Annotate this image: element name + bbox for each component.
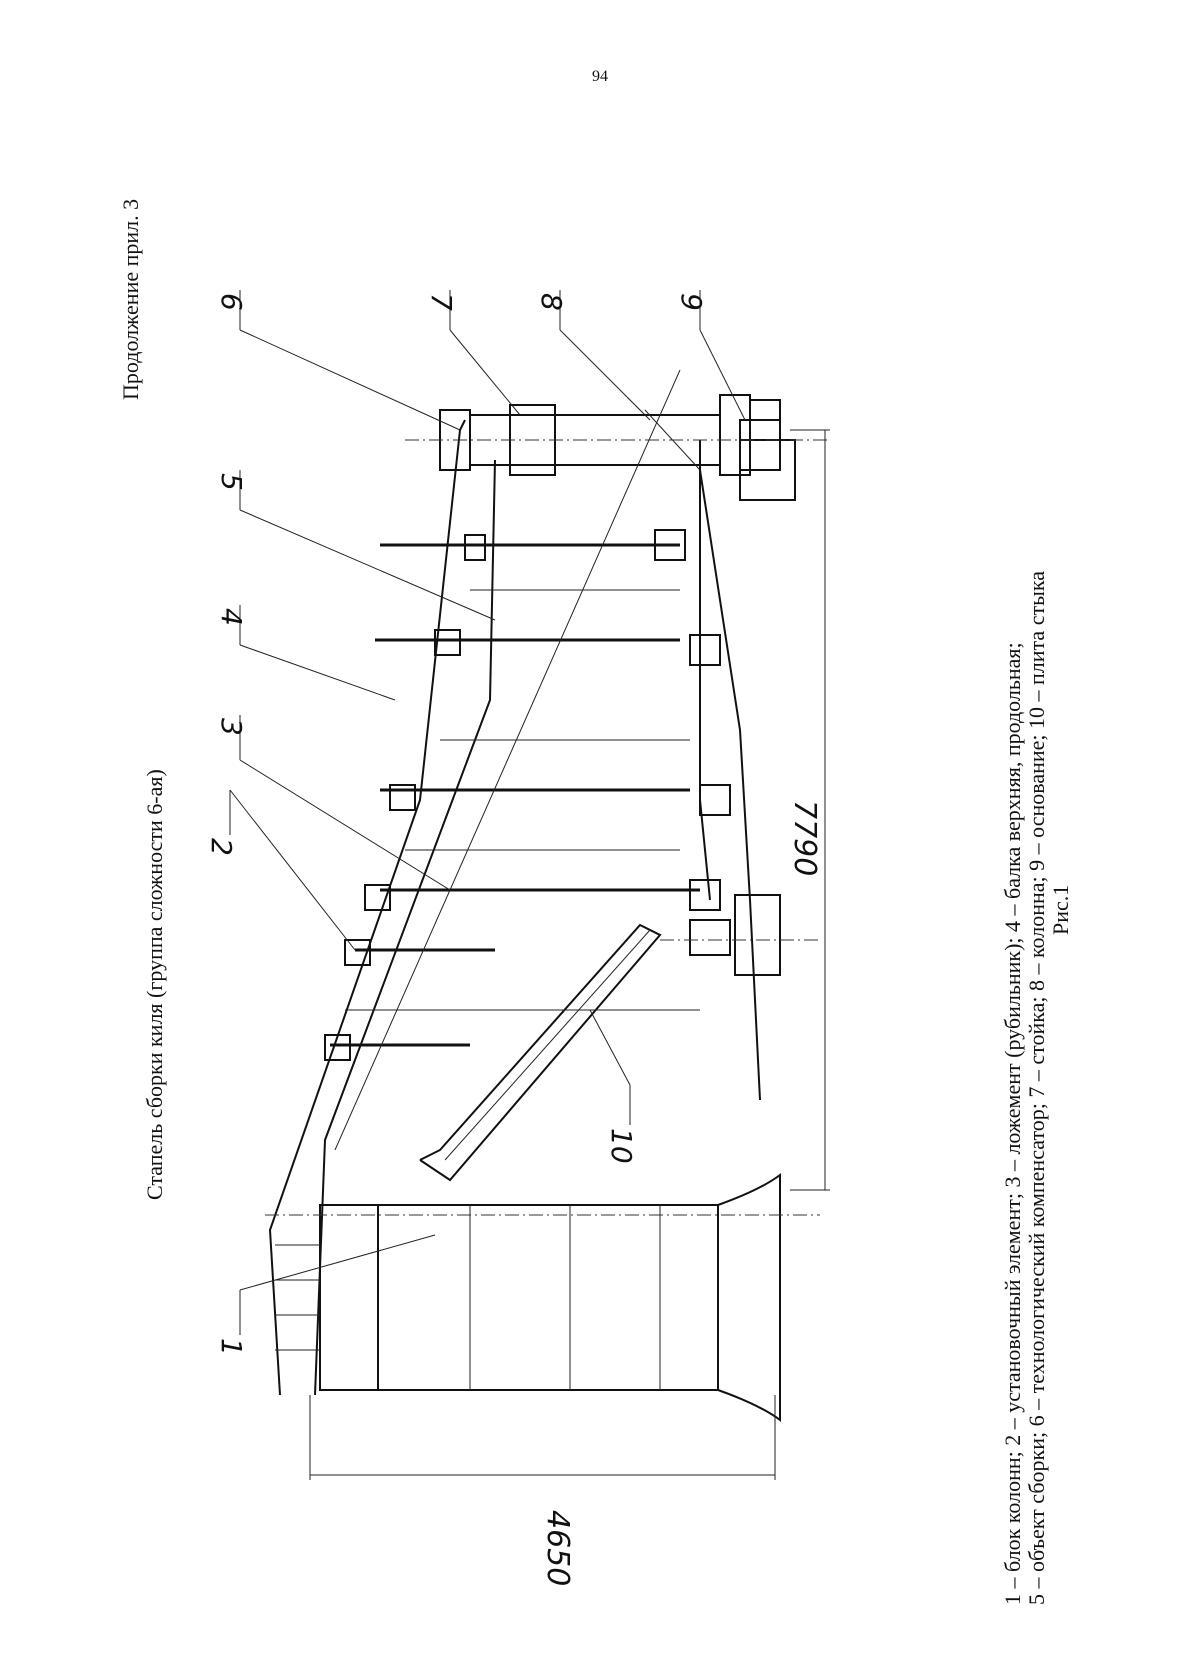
dimension-4650: 4650 bbox=[309, 1395, 776, 1586]
column-block-1 bbox=[275, 1173, 781, 1422]
figure-caption: Рис.1 bbox=[1048, 884, 1073, 935]
dimension-7790: 7790 bbox=[787, 429, 830, 1191]
callout-9: 9 bbox=[675, 293, 708, 311]
dimension-7790-label: 7790 bbox=[787, 800, 822, 876]
upper-beam bbox=[268, 419, 496, 1396]
legend-line-1: 1 – блок колонн; 2 – установочный элемен… bbox=[1000, 642, 1025, 1605]
legend-line-2: 5 – объект сборки; 6 – технологический к… bbox=[1024, 571, 1049, 1605]
callout-3: 3 bbox=[215, 718, 248, 736]
callout-1: 1 bbox=[215, 1338, 248, 1356]
lodgements bbox=[324, 529, 731, 1061]
center-lines bbox=[265, 439, 830, 1216]
assembly-object-5 bbox=[334, 369, 700, 1151]
callout-7: 7 bbox=[425, 293, 458, 311]
right-column-assembly bbox=[439, 394, 796, 501]
callout-2: 2 bbox=[205, 838, 238, 856]
callout-4: 4 bbox=[215, 608, 248, 626]
base-9 bbox=[734, 419, 781, 976]
callout-leaders bbox=[229, 290, 746, 1335]
dimension-4650-label: 4650 bbox=[540, 1510, 575, 1586]
page-number: 94 bbox=[592, 68, 608, 85]
lower-beam bbox=[699, 440, 761, 1101]
callout-10: 10 bbox=[605, 1128, 638, 1164]
callout-8: 8 bbox=[535, 293, 568, 311]
joint-plate-10 bbox=[419, 919, 731, 1182]
callout-5: 5 bbox=[215, 473, 248, 491]
callout-6: 6 bbox=[215, 293, 248, 311]
